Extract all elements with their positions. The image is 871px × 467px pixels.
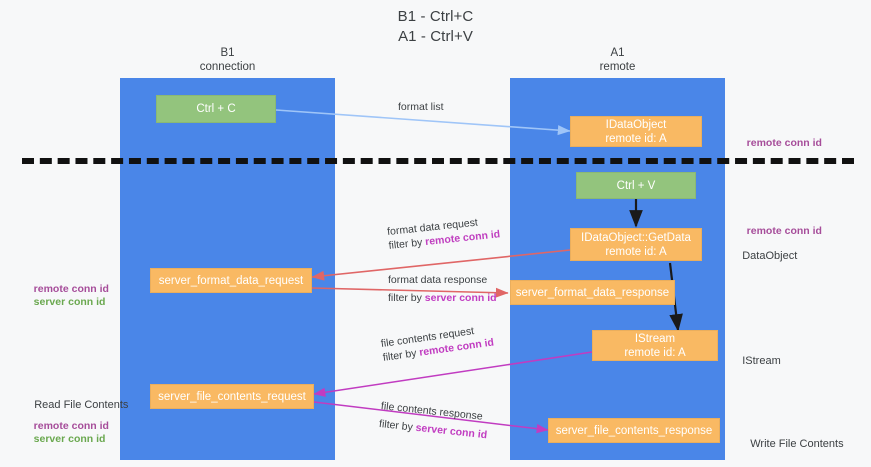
edge-label-file-contents-response-line2-prefix: filter by [378, 417, 417, 434]
edge-file-contents-response [313, 401, 549, 434]
swimlane-header-b1: B1 connection [120, 46, 335, 74]
annotation-right-write-file-contents-text: Write File Contents [750, 437, 844, 450]
title-line-1: B1 - Ctrl+C [397, 8, 474, 25]
annotation-right-top-text: remote conn id [746, 136, 822, 149]
annotation-left-read-file-contents: Read File Contents [22, 385, 128, 426]
node-ctrl-c-label: Ctrl + C [196, 103, 236, 115]
node-server-format-data-response[interactable]: server_format_data_response [510, 280, 675, 305]
node-getdata-sub: remote id: A [605, 245, 667, 258]
annotation-left-server-conn-id-2: server conn id [22, 419, 106, 460]
node-idataobject-label: IDataObject [605, 118, 667, 131]
edge-label-format-data-response-line2-highlight: server conn id [424, 291, 497, 304]
node-istream-label: IStream [634, 332, 676, 345]
edge-label-format-data-response-line2-prefix: filter by [388, 291, 425, 304]
node-getdata[interactable]: IDataObject::GetData remote id: A [570, 228, 702, 261]
swimlane-a1-role: remote [599, 61, 636, 73]
annotation-right-dataobject-text: DataObject [742, 249, 798, 262]
edge-label-format-list: format list [398, 101, 444, 115]
node-ctrl-c[interactable]: Ctrl + C [156, 95, 276, 123]
node-server-file-contents-response-label: server_file_contents_response [555, 424, 713, 437]
annotation-left-remote-conn-id-2-text: remote conn id [33, 419, 109, 432]
node-istream[interactable]: IStream remote id: A [592, 330, 718, 361]
node-server-file-contents-response[interactable]: server_file_contents_response [548, 418, 720, 443]
annotation-left-server-conn-id-2-text: server conn id [33, 432, 106, 445]
annotation-right-write-file-contents: Write File Contents [738, 424, 844, 465]
annotation-right-middle: remote conn id [735, 211, 822, 252]
annotation-right-middle-text: remote conn id [746, 224, 822, 237]
edge-file-contents-request [313, 351, 593, 397]
node-server-format-data-request[interactable]: server_format_data_request [150, 268, 312, 293]
swimlane-header-a1: A1 remote [510, 46, 725, 74]
swimlane-b1-name: B1 [220, 47, 235, 59]
section-divider [22, 158, 854, 164]
edge-label-format-list-line1: format list [398, 101, 444, 113]
title-line-2: A1 - Ctrl+V [398, 28, 473, 45]
node-server-format-data-request-label: server_format_data_request [158, 274, 304, 287]
edge-format-data-request [311, 249, 571, 281]
annotation-right-dataobject: DataObject [730, 236, 797, 277]
diagram-title: B1 - Ctrl+C A1 - Ctrl+V [0, 7, 871, 47]
node-istream-sub: remote id: A [624, 346, 686, 359]
swimlane-a1-name: A1 [610, 47, 625, 59]
edge-format-data-response [311, 287, 509, 298]
node-idataobject[interactable]: IDataObject remote id: A [570, 116, 702, 147]
node-getdata-label: IDataObject::GetData [581, 231, 691, 244]
node-server-file-contents-request[interactable]: server_file_contents_request [150, 384, 314, 409]
swimlane-b1-role: connection [199, 61, 256, 73]
edge-format-list [275, 109, 571, 136]
annotation-left-remote-conn-id-1: remote conn id [22, 269, 109, 310]
edge-label-format-data-response-line1: format data response [388, 274, 488, 286]
annotation-left-read-file-contents-text: Read File Contents [34, 398, 129, 411]
annotation-left-remote-conn-id-1-text: remote conn id [33, 282, 109, 295]
node-ctrl-v-label: Ctrl + V [616, 179, 656, 192]
annotation-left-remote-conn-id-2: remote conn id [22, 406, 109, 447]
edge-label-format-data-request-line2-prefix: filter by [388, 235, 426, 252]
edge-label-format-data-response: format data response filter by server co… [388, 274, 497, 305]
node-ctrl-v[interactable]: Ctrl + V [576, 172, 696, 199]
node-idataobject-sub: remote id: A [605, 132, 667, 145]
annotation-right-top: remote conn id [735, 123, 822, 164]
node-server-format-data-response-label: server_format_data_response [515, 286, 670, 299]
annotation-right-istream: IStream [730, 341, 781, 382]
annotation-left-server-conn-id-1-text: server conn id [33, 295, 106, 308]
annotation-left-server-conn-id-1: server conn id [22, 282, 106, 323]
node-server-file-contents-request-label: server_file_contents_request [158, 390, 306, 403]
annotation-right-istream-text: IStream [742, 354, 781, 367]
